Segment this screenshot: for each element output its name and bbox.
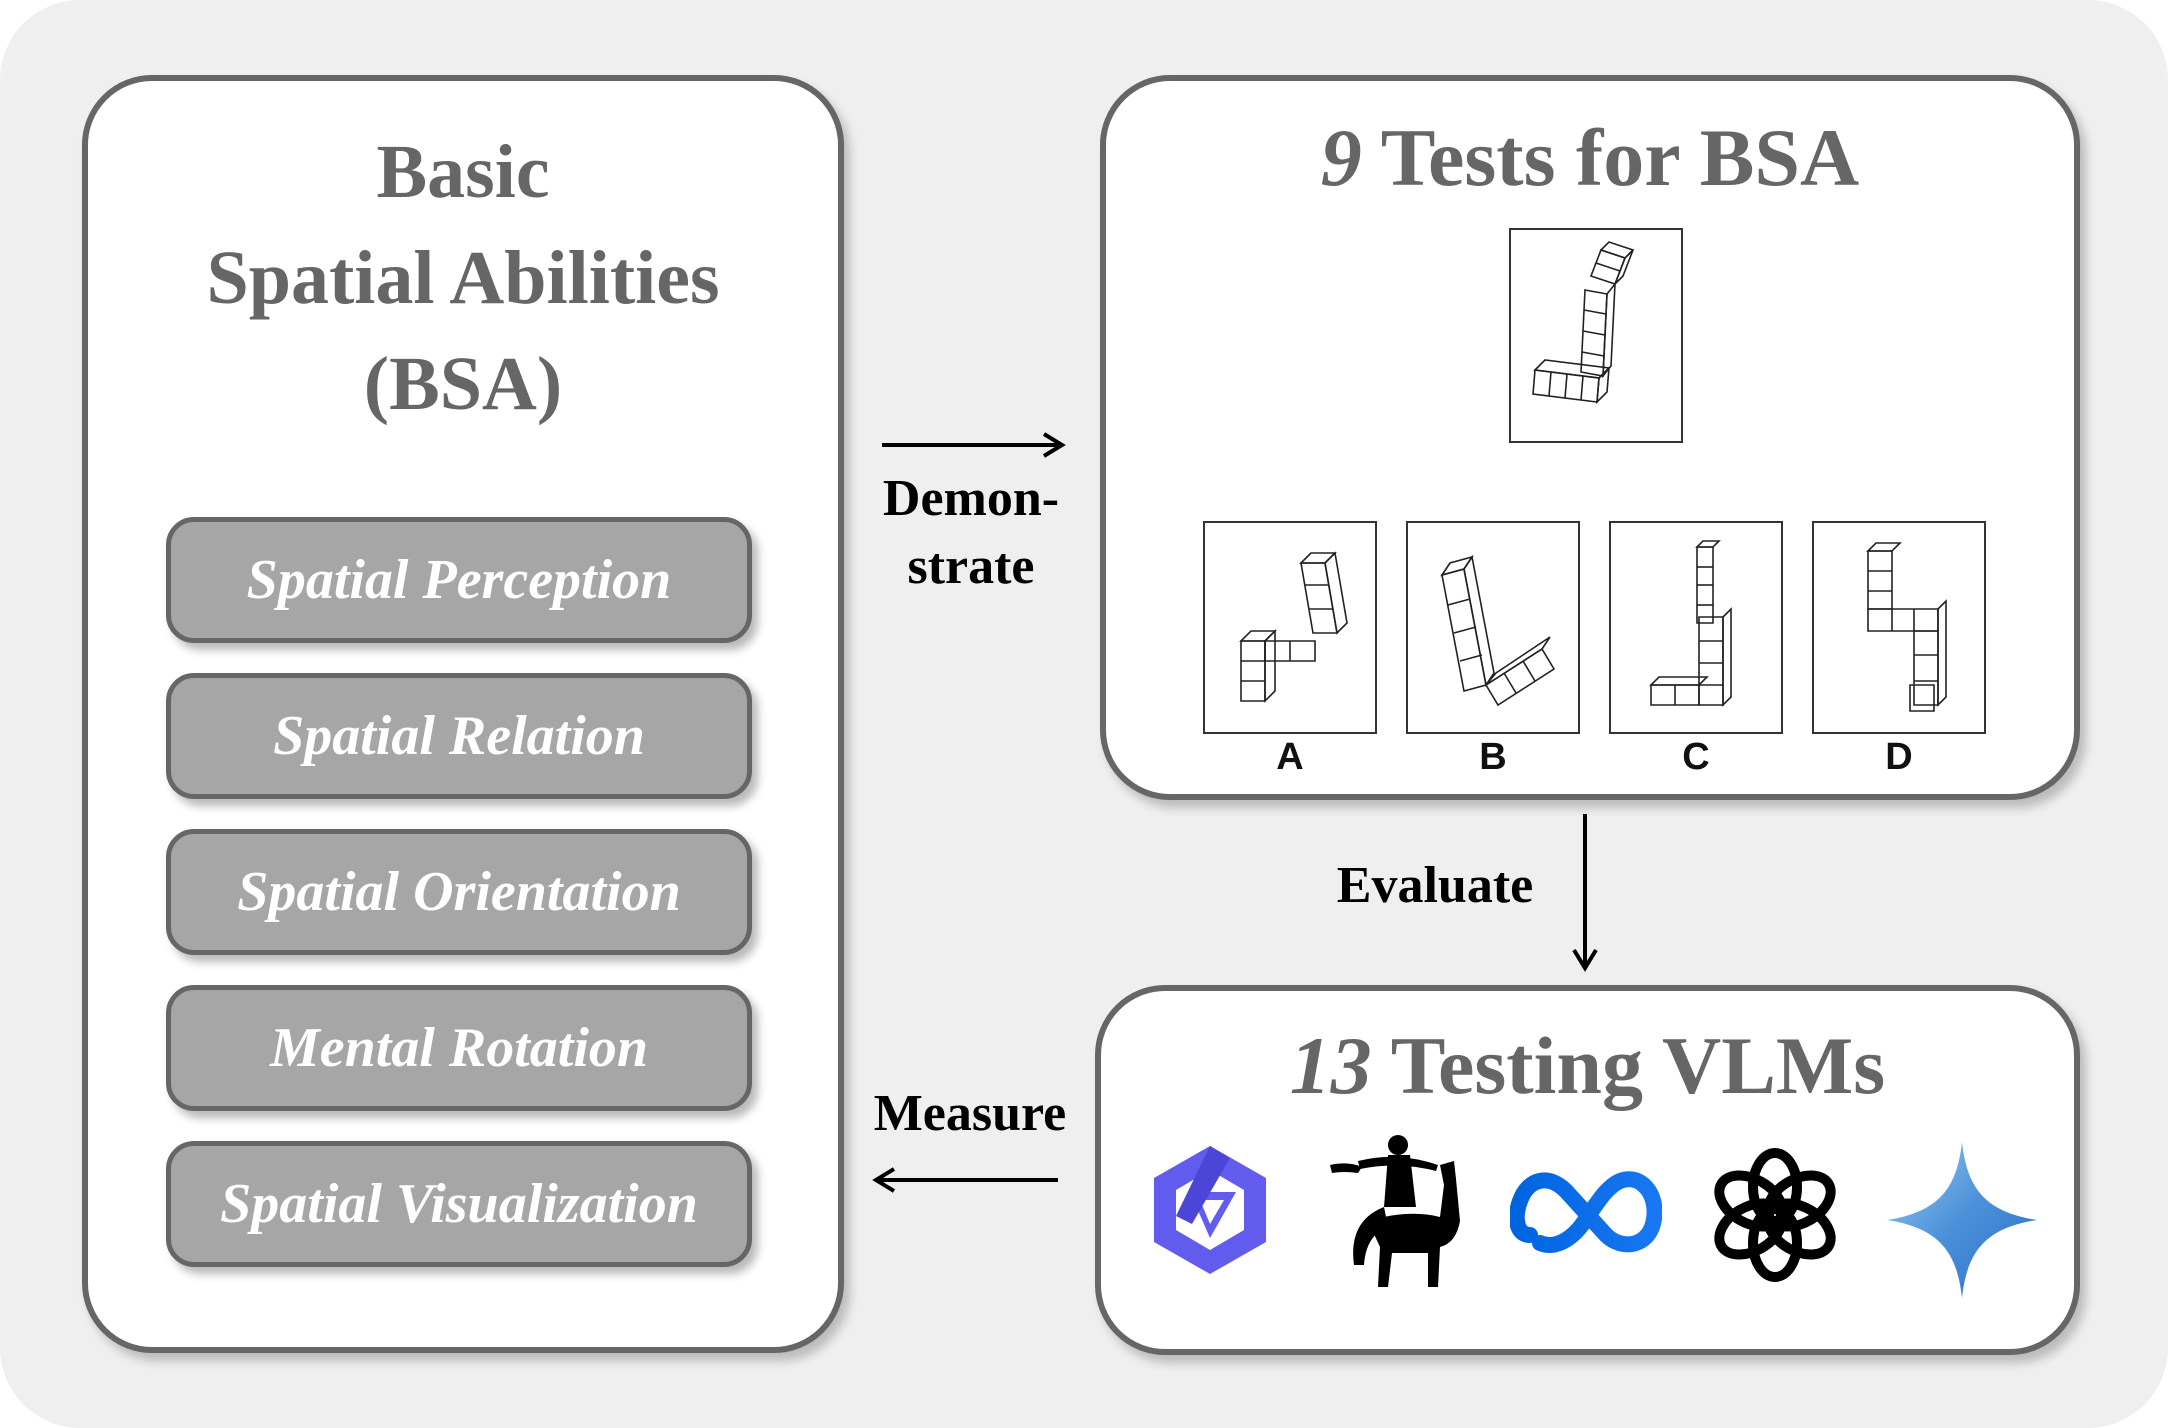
ability-spatial-orientation: Spatial Orientation (166, 829, 752, 955)
vlms-count: 13 (1289, 1020, 1372, 1111)
ability-spatial-perception: Spatial Perception (166, 517, 752, 643)
bsa-title-line-2: Spatial Abilities (206, 236, 720, 320)
cube-stack-drawing (1239, 551, 1348, 703)
cube-stack-drawing (1649, 540, 1732, 707)
qwen-logo-icon (1154, 1146, 1266, 1274)
bsa-title-line-3: (BSA) (363, 342, 563, 426)
tests-title: 9 Tests for BSA (1106, 111, 2074, 205)
ability-spatial-relation: Spatial Relation (166, 673, 752, 799)
option-b-label: B (1479, 736, 1507, 778)
vlms-title: 13 Testing VLMs (1101, 1019, 2074, 1113)
evaluate-arrow-icon (1572, 814, 1598, 972)
cube-stack-drawing (1866, 542, 1947, 712)
cube-stack-drawing (1532, 241, 1635, 405)
vlms-panel: 13 Testing VLMs (1095, 985, 2080, 1355)
vlms-title-text: Testing VLMs (1371, 1020, 1886, 1111)
tests-panel: 9 Tests for BSA (1100, 75, 2080, 800)
option-c-figure (1609, 521, 1783, 734)
demonstrate-arrow-icon (882, 432, 1066, 458)
ability-mental-rotation: Mental Rotation (166, 985, 752, 1111)
ability-spatial-visualization: Spatial Visualization (166, 1141, 752, 1267)
tests-title-text: Tests for BSA (1361, 112, 1860, 203)
bsa-title-line-1: Basic (376, 130, 550, 214)
bsa-title: Basic Spatial Abilities (BSA) (88, 119, 838, 437)
demonstrate-label-line-2: strate (907, 538, 1035, 595)
tests-count: 9 (1320, 112, 1362, 203)
meta-logo-icon (1510, 1171, 1662, 1253)
option-a-label: A (1276, 736, 1304, 778)
bsa-panel: Basic Spatial Abilities (BSA) Spatial Pe… (82, 75, 844, 1353)
evaluate-label: Evaluate (1336, 857, 1534, 914)
measure-label: Measure (873, 1085, 1067, 1142)
openai-logo-icon (1714, 1148, 1836, 1282)
option-c-label: C (1682, 736, 1710, 778)
option-d-figure (1812, 521, 1986, 734)
llama-rider-logo-icon (1330, 1135, 1460, 1287)
option-d-label: D (1885, 736, 1913, 778)
cube-stack-drawing (1440, 554, 1556, 707)
option-a-figure (1203, 521, 1377, 734)
measure-arrow-icon (872, 1167, 1058, 1193)
demonstrate-label-line-1: Demon- (882, 470, 1060, 527)
demonstrate-label: Demon- strate (866, 465, 1076, 601)
option-b-figure (1406, 521, 1580, 734)
gemini-logo-icon (1887, 1142, 2037, 1298)
reference-cube-figure (1509, 228, 1683, 443)
